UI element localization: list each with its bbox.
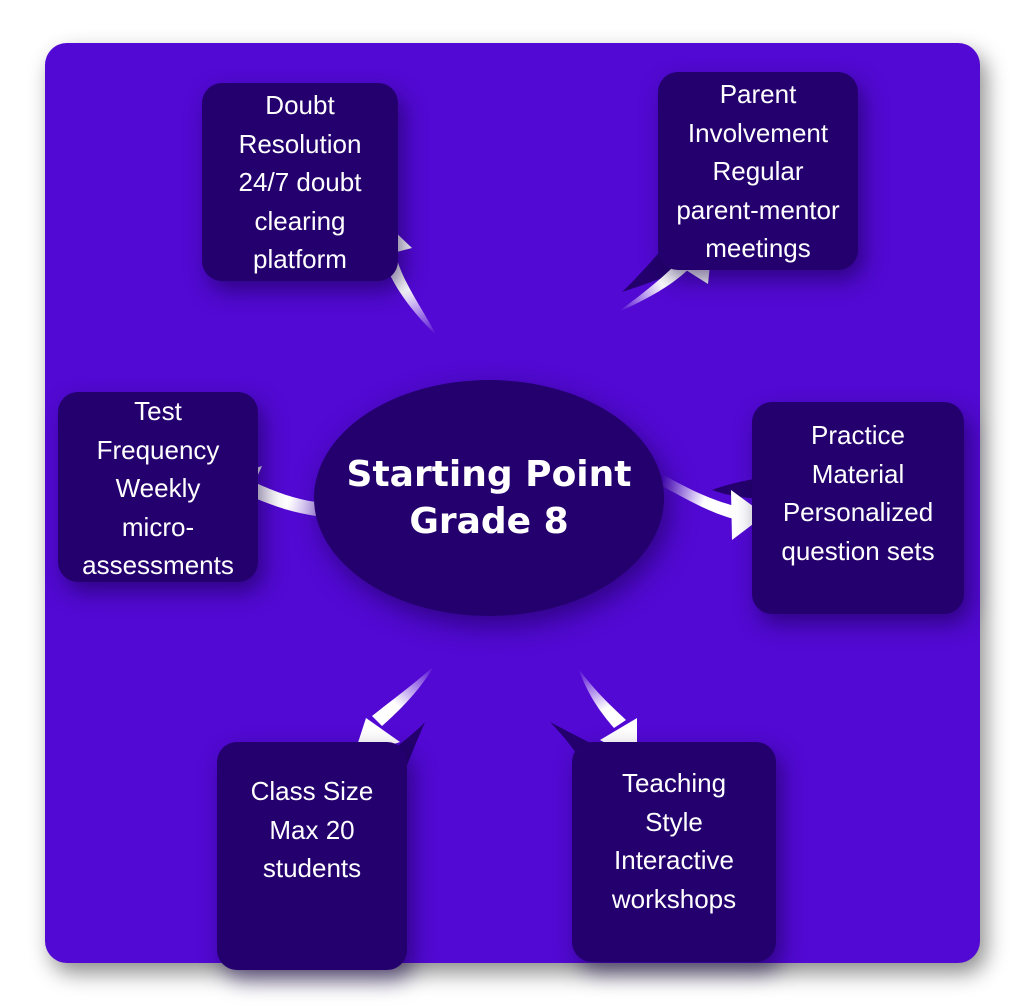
node-test-frequency: Test Frequency Weekly micro- assessments: [58, 392, 258, 582]
node-text: 24/7 doubt: [238, 167, 362, 197]
center-node-starting-point: Starting Point Grade 8: [314, 380, 664, 616]
node-class-size: Class Size Max 20 students: [217, 742, 407, 970]
node-text: meetings: [705, 233, 811, 263]
node-text: Personalized: [782, 497, 934, 527]
node-text: Max 20: [269, 814, 355, 845]
node-label: Involvement: [687, 117, 829, 148]
node-text: micro-: [121, 511, 195, 542]
node-parent-involvement: Parent Involvement Regular parent-mentor…: [658, 72, 858, 270]
node-text: question sets: [781, 535, 935, 566]
node-text: Interactive: [614, 845, 734, 875]
node-text: Regular: [712, 156, 804, 186]
node-label: Test: [134, 396, 182, 426]
node-label: Parent: [719, 79, 797, 109]
node-text: workshops: [611, 883, 737, 914]
center-subtitle: Grade 8: [409, 501, 569, 542]
node-text: assessments: [82, 550, 234, 580]
node-label: Frequency: [96, 434, 220, 465]
node-label: Doubt: [265, 90, 335, 120]
node-teaching-style: Teaching Style Interactive workshops: [572, 742, 776, 962]
node-text: students: [262, 853, 362, 883]
node-text: platform: [253, 244, 347, 274]
node-label: Material: [811, 458, 905, 489]
node-practice-material: Practice Material Personalized question …: [752, 402, 964, 614]
node-label: Resolution: [238, 128, 362, 159]
center-title: Starting Point: [346, 454, 632, 495]
node-label: Style: [645, 806, 703, 837]
node-text: Weekly: [115, 473, 201, 503]
node-doubt-resolution: Doubt Resolution 24/7 doubt clearing pla…: [202, 83, 398, 281]
node-text: clearing: [254, 205, 346, 236]
node-label: Teaching: [621, 768, 727, 798]
node-label: Practice: [811, 420, 905, 450]
node-label: Class Size: [250, 776, 374, 806]
node-text: parent-mentor: [676, 194, 840, 225]
